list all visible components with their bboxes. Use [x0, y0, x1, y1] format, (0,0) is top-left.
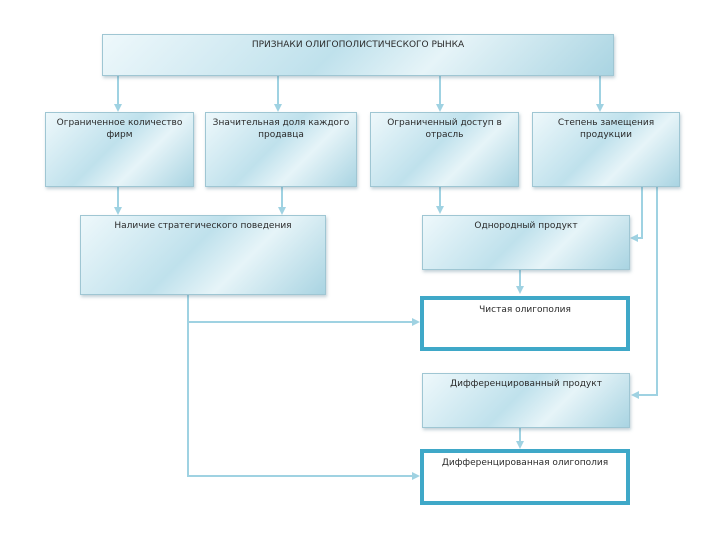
feature-box-seller-share: Значительная доля каждого продавца [205, 112, 357, 187]
strategic-behavior-label: Наличие стратегического поведения [114, 221, 292, 231]
homogeneous-product-label: Однородный продукт [474, 221, 578, 231]
feature-box-substitution: Степень замещения продукции [532, 112, 680, 187]
connector-strategic-diff-oligopoly [187, 322, 420, 480]
feature-label-entry: Ограниченный доступ в отрасль [387, 118, 502, 140]
feature-label-seller-share: Значительная доля каждого продавца [212, 118, 350, 140]
pure-oligopoly-label: Чистая олигополия [479, 305, 571, 315]
feature-label-substitution: Степень замещения продукции [557, 118, 655, 140]
feature-label-firms: Ограниченное количество фирм [56, 118, 183, 140]
differentiated-product-label: Дифференцированный продукт [450, 379, 602, 389]
feature-box-entry: Ограниченный доступ в отрасль [370, 112, 519, 187]
title-box: ПРИЗНАКИ ОЛИГОПОЛИСТИЧЕСКОГО РЫНКА [102, 34, 614, 76]
strategic-behavior-box: Наличие стратегического поведения [80, 215, 326, 295]
title-label: ПРИЗНАКИ ОЛИГОПОЛИСТИЧЕСКОГО РЫНКА [251, 40, 465, 50]
differentiated-product-box: Дифференцированный продукт [422, 373, 630, 428]
differentiated-oligopoly-label: Дифференцированная олигополия [441, 458, 609, 468]
connector-feature4-differentiated [631, 187, 658, 399]
differentiated-oligopoly-box: Дифференцированная олигополия [420, 449, 630, 505]
pure-oligopoly-box: Чистая олигополия [420, 296, 630, 351]
homogeneous-product-box: Однородный продукт [422, 215, 630, 270]
feature-box-firms: Ограниченное количество фирм [45, 112, 194, 187]
connector-strategic-pure [187, 295, 420, 326]
connector-feature4-homogeneous [630, 187, 643, 242]
